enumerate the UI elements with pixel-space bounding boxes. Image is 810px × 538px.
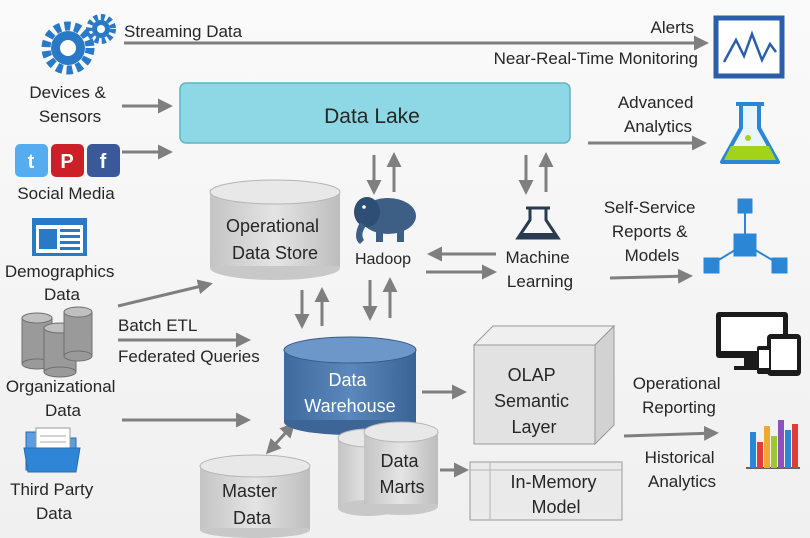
flask-icon [720,102,780,164]
in-memory-model-label: In-Memory Model [510,472,601,517]
bar-chart-icon [746,420,800,469]
data-lake-box [179,82,571,144]
olap-label: OLAP Semantic Layer [494,365,574,437]
advanced-analytics-label: Advanced Analytics [618,93,698,136]
svg-text:t: t [28,151,35,173]
operational-data-store-cylinder [209,179,341,280]
batch-etl-label: Batch ETL [118,316,197,335]
monitoring-chart-icon [713,15,785,79]
arrow-ml-to-selfservice [609,268,693,284]
third-party-label: Third Party Data [10,480,98,523]
arrow-olap-to-reporting [623,425,719,441]
arrow-dw-master [265,422,296,455]
demographics-icon [32,218,87,256]
pinterest-icon [51,144,84,177]
hadoop-elephant-icon [354,197,416,244]
data-marts-label: Data Marts [380,451,425,497]
alerts-label: Alerts [651,18,694,37]
master-data-label: Master Data [222,481,282,528]
svg-text:f: f [100,151,107,173]
in-memory-model-box [469,461,623,521]
arrows [117,35,719,478]
federated-queries-label: Federated Queries [118,347,260,366]
network-nodes-icon [703,198,788,274]
machine-learning-label: Machine Learning [506,248,575,291]
twitter-icon [15,144,48,177]
arrow-demo-to-ods [117,279,213,308]
devices-screen-icon [716,312,801,376]
operational-data-store-label: Operational Data Store [226,216,324,263]
data-marts-cylinders [337,421,439,516]
social-media-icons: t P f [15,144,120,177]
operational-reporting-label: Operational Reporting [633,374,726,417]
data-lake-label: Data Lake [324,105,420,128]
database-stack-icon [21,306,93,378]
olap-cube [472,324,616,446]
facebook-icon [87,144,120,177]
organizational-label: Organizational Data [6,377,120,420]
self-service-label: Self-Service Reports & Models [604,198,700,265]
hadoop-label: Hadoop [355,251,411,268]
devices-label: Devices & Sensors [29,83,110,126]
social-media-label: Social Media [17,184,115,203]
folder-icon [23,427,81,473]
demographics-label: Demographics Data [5,262,119,304]
near-real-time-label: Near-Real-Time Monitoring [494,49,698,68]
data-warehouse-label: Data Warehouse [304,370,395,416]
historical-analytics-label: Historical Analytics [645,448,720,491]
beaker-icon [515,206,561,240]
master-data-cylinder [199,454,311,538]
gears-icon [41,14,116,75]
streaming-data-label: Streaming Data [124,22,243,41]
svg-text:P: P [60,151,73,173]
